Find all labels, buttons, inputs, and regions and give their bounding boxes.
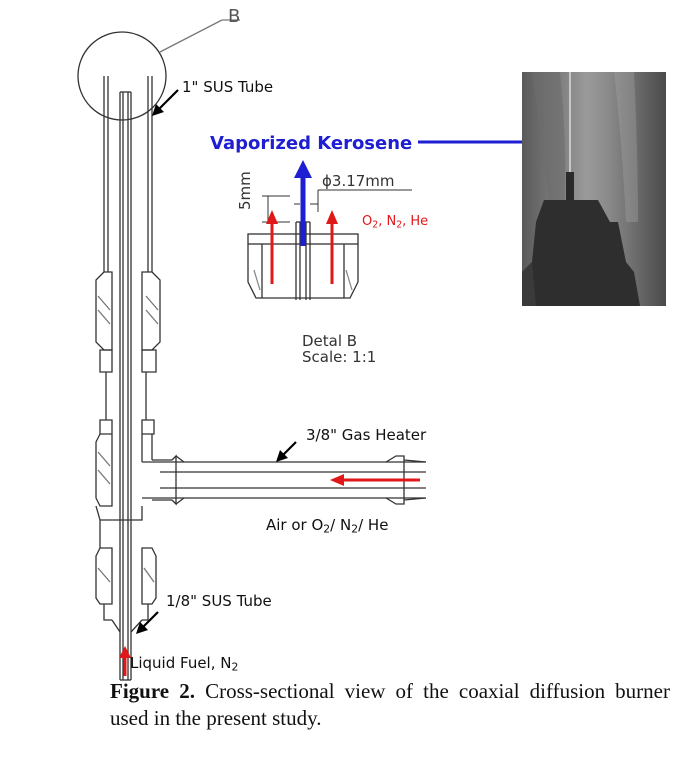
tee-fitting xyxy=(95,433,153,548)
inner-tube-label: 1/8" SUS Tube xyxy=(166,592,272,610)
detail-title-label: Detal B xyxy=(302,332,358,350)
outer-tube-walls xyxy=(103,76,153,272)
outer-tube-label: 1" SUS Tube xyxy=(182,78,274,96)
detail-b-tip-view xyxy=(247,221,359,300)
leader-arrows xyxy=(141,89,297,629)
vaporized-kerosene-label: Vaporized Kerosene xyxy=(210,133,413,154)
oxidizer-flow-arrows xyxy=(119,210,420,676)
detail-b-callout xyxy=(77,19,240,121)
liquid-fuel-label: Liquid Fuel, N2 xyxy=(130,654,239,674)
side-arm-gas-heater xyxy=(142,454,427,506)
figure-caption: Figure 2. Cross-sectional view of the co… xyxy=(110,678,670,732)
lower-fitting xyxy=(95,547,157,633)
caption-text: Cross-sectional view of the coaxial diff… xyxy=(110,679,670,730)
detail-b-letter: B xyxy=(228,6,241,27)
flame-photo xyxy=(522,72,666,306)
upper-fitting xyxy=(95,271,161,435)
air-oxidizer-label: Air or O2/ N2/ He xyxy=(266,516,389,536)
gas-heater-label: 3/8" Gas Heater xyxy=(306,426,427,444)
detail-scale-label: Scale: 1:1 xyxy=(302,348,377,366)
figure-number: Figure 2. xyxy=(110,679,195,703)
oxidizer-label: O2, N2, He xyxy=(362,214,429,231)
inner-tube-lines xyxy=(119,91,132,681)
dimension-diameter-label: ϕ3.17mm xyxy=(322,172,395,190)
dimension-5mm-label: 5mm xyxy=(236,171,254,210)
